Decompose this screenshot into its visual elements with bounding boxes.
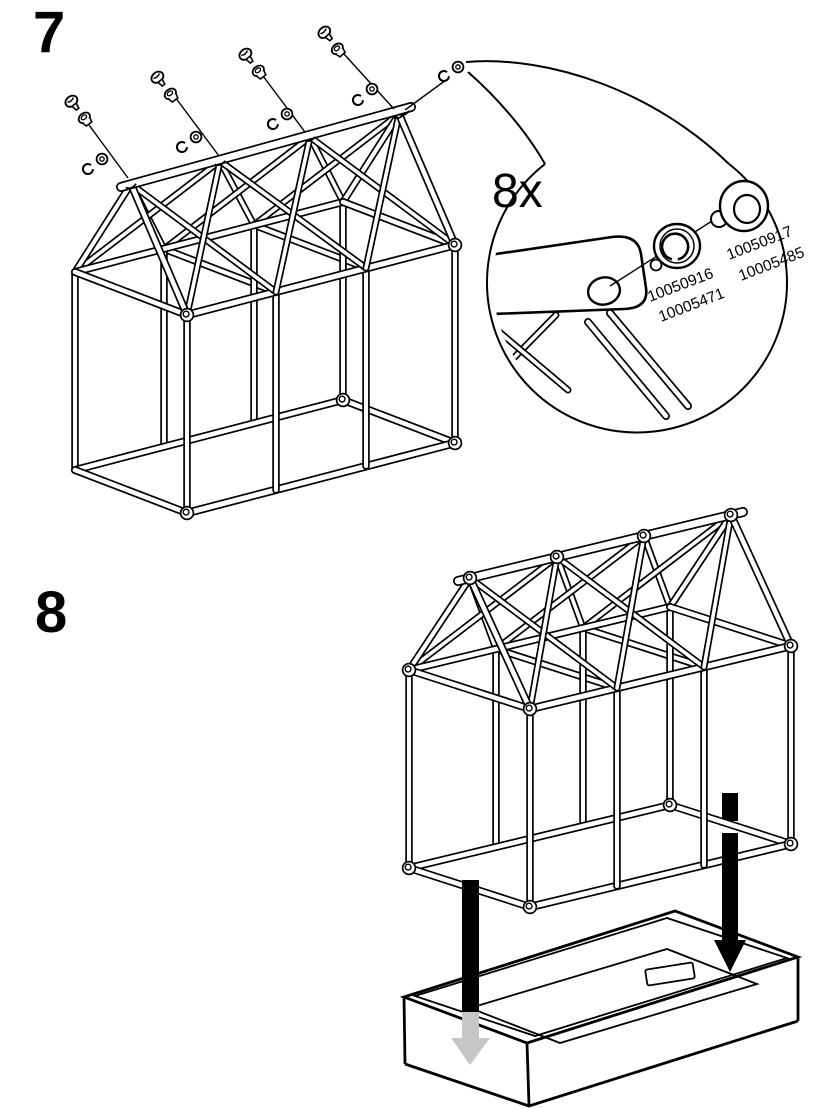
socket-grommet-icon [649,222,702,272]
o-ring-icon [451,60,465,74]
screw-icon [315,23,337,45]
tray-edge-left [402,996,407,1065]
tray-floor-slot [644,961,696,987]
roof-braces-near [127,110,459,319]
down-arrow-left-tip-inside-tray [451,1012,490,1065]
posts-near [183,241,459,517]
posts-far [71,198,347,474]
down-arrow-right [714,833,746,972]
base-frame [405,801,796,912]
tray-rim-inner [412,917,790,1037]
c-washer-icon [350,92,366,108]
rafter-near-left [128,181,190,318]
screw-icon [148,68,170,90]
c-washer-icon [436,68,452,84]
greenhouse-frame-step-7 [71,102,463,521]
down-arrow-left-shaft [462,880,479,1016]
quantity-label: 8x [492,165,543,218]
ridge-beam [454,508,747,585]
step-7-number: 7 [33,0,65,65]
screw-icon [236,45,258,67]
c-washer-icon [80,161,96,177]
step-8-illustration: 8 [35,507,803,1108]
eave-beam-far [72,199,346,275]
screw-icon [62,92,84,114]
posts-near [526,642,795,911]
callout-circle [486,163,788,434]
callout-frame-detail [493,235,692,420]
rafters-far [405,511,735,674]
tray-edge-front [525,1042,531,1107]
callout-tail-lower [467,71,546,165]
step-8-number: 8 [35,580,67,645]
fastener-sets [62,23,465,179]
c-washer-icon [265,116,281,132]
down-arrow-right-shaft-top [722,793,738,821]
o-ring-icon [365,82,379,96]
base-tray [399,909,803,1108]
cap-nut-icon [710,179,770,233]
cap-nut-icon [328,40,349,60]
c-washer-icon [174,139,190,155]
rafters-far [71,110,403,276]
down-arrow-left [451,880,490,1065]
ridge-beam-end [493,235,648,317]
base-frame [71,396,460,518]
roof-braces-far [405,511,735,674]
parts-callout-bubble: 8x 10050916 10005471 10050917 10005485 [465,60,807,434]
greenhouse-frame-step-8 [401,507,799,915]
eave-beam-near [184,242,458,318]
rafter-near-right [728,512,794,649]
gable-tie-near [406,667,533,712]
eave-beam-near [527,643,794,712]
o-ring-icon [189,130,203,144]
gable-tie-far [340,199,458,248]
callout-tail-upper [465,60,730,165]
tie-beams [492,624,708,692]
o-ring-icon [280,107,294,121]
step-7-illustration: 7 [33,0,465,521]
rafter-near-left [467,575,533,712]
tray-floor [467,948,760,1044]
gable-tie-near [72,269,190,318]
tray-bottom-edges [404,1019,799,1108]
o-ring-icon [95,152,109,166]
cap-nut-icon [75,109,95,129]
ridge-beam [117,103,415,191]
rafter-near-right [396,111,458,248]
gable-tie-far [667,604,794,649]
